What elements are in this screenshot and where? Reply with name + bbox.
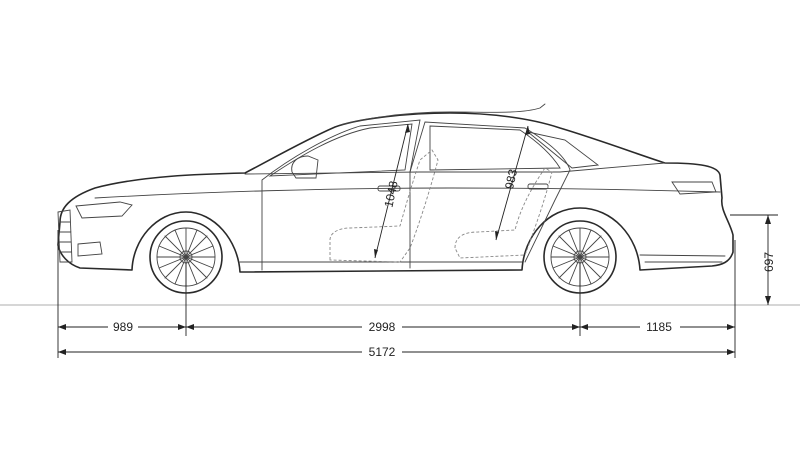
- front-intake: [77, 241, 103, 257]
- height-label: 697: [762, 252, 776, 272]
- rear-door-outline: [409, 121, 571, 263]
- rear-bumper: [639, 254, 726, 263]
- quarter-window: [527, 131, 600, 169]
- beltline: [244, 162, 666, 175]
- headlight: [75, 201, 133, 219]
- front-door-handle: [377, 185, 401, 192]
- car-body: [57, 103, 734, 273]
- grille: [57, 209, 73, 263]
- segment-dimension-row: 989 2998 1185: [58, 319, 735, 334]
- side-crease: [94, 187, 721, 199]
- front-headroom-label: 1048: [381, 179, 400, 208]
- overall-length-row: 5172: [58, 344, 735, 359]
- roof-line: [339, 103, 546, 126]
- rear-headroom-dimension: 983: [495, 125, 530, 241]
- front-headroom-dimension: 1048: [374, 123, 410, 259]
- extension-lines: [57, 230, 736, 358]
- front-door-outline: [261, 119, 421, 271]
- rear-headroom-label: 983: [502, 168, 520, 191]
- taillight: [671, 181, 717, 195]
- front-overhang-label: 989: [113, 320, 133, 334]
- rear-seat-ghost: [454, 167, 553, 259]
- car-silhouette: [57, 112, 734, 273]
- overall-length-label: 5172: [369, 345, 396, 359]
- wheelbase-label: 2998: [369, 320, 396, 334]
- front-seat-ghost: [329, 149, 439, 263]
- front-window: [268, 123, 413, 177]
- seat-ghosts: [329, 149, 553, 263]
- height-dimension: 697: [730, 214, 778, 305]
- rear-window: [429, 125, 561, 171]
- rear-overhang-label: 1185: [646, 320, 672, 334]
- side-mirror: [291, 155, 319, 179]
